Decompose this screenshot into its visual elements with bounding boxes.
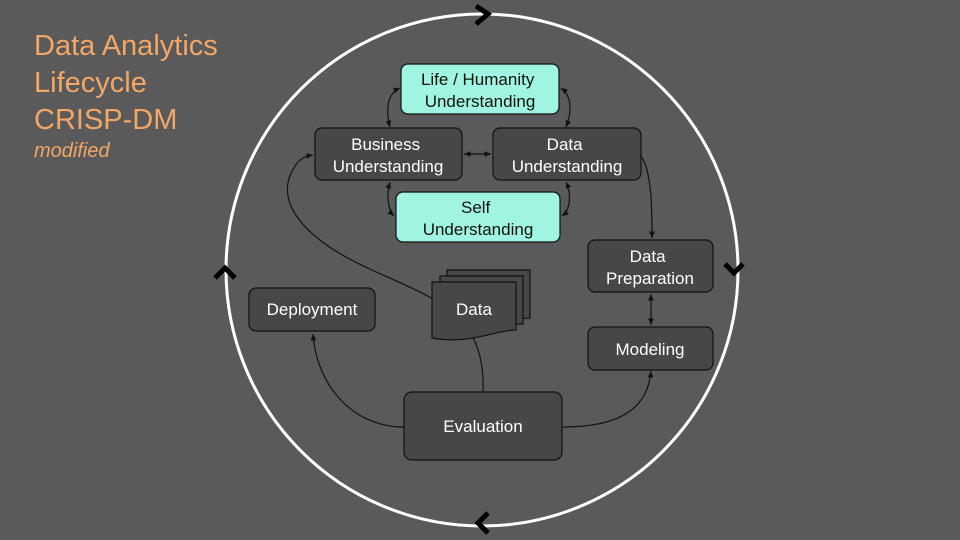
- node-life-understanding: Life / Humanity Understanding: [400, 63, 560, 115]
- svg-text:Data Preparation: Data Preparation: [606, 247, 694, 288]
- slide-title: Data Analytics Lifecycle CRISP-DM modifi…: [34, 28, 218, 163]
- node-data-documents: Data: [431, 269, 531, 341]
- node-self-line-2: Understanding: [423, 220, 534, 239]
- node-evaluation-label: Evaluation: [443, 417, 522, 436]
- node-data-preparation-line-2: Preparation: [606, 269, 694, 288]
- title-subtitle: modified: [34, 140, 110, 162]
- node-life-line-2: Understanding: [425, 92, 536, 111]
- svg-text:Life / Humanity Understa: Life / Humanity Understanding: [421, 70, 539, 111]
- svg-text:Self Understanding: Self Understanding: [423, 198, 534, 239]
- node-business-line-1: Business: [351, 135, 420, 154]
- node-data-preparation-line-1: Data: [630, 247, 666, 266]
- node-data-label: Data: [456, 300, 492, 319]
- svg-text:Evaluation: Evaluation: [443, 417, 522, 436]
- node-data-understanding: Data Understanding: [492, 127, 642, 181]
- node-business-understanding: Business Understanding: [314, 127, 463, 181]
- node-modeling: Modeling: [587, 326, 714, 371]
- node-life-line-1: Life / Humanity: [421, 70, 535, 89]
- node-deployment-label: Deployment: [267, 300, 358, 319]
- node-deployment: Deployment: [248, 287, 376, 332]
- chevron-left-icon: [474, 511, 490, 535]
- svg-text:Deployment: Deployment: [267, 300, 358, 319]
- node-self-understanding: Self Understanding: [395, 191, 561, 243]
- title-line-1: Data Analytics: [34, 30, 218, 62]
- svg-text:Data: Data: [456, 300, 492, 319]
- node-data-preparation: Data Preparation: [587, 239, 714, 293]
- chevron-down-icon: [723, 262, 745, 277]
- node-business-line-2: Understanding: [333, 157, 444, 176]
- node-modeling-label: Modeling: [616, 340, 685, 359]
- svg-text:Business Understanding: Business Understanding: [333, 135, 444, 176]
- title-line-3: CRISP-DM: [34, 104, 178, 136]
- chevron-up-icon: [213, 264, 237, 280]
- node-self-line-1: Self: [461, 198, 491, 217]
- node-data-understanding-line-2: Understanding: [512, 157, 623, 176]
- node-evaluation: Evaluation: [403, 391, 563, 461]
- svg-text:Data Understanding: Data Understanding: [512, 135, 623, 176]
- chevron-right-icon: [474, 3, 493, 26]
- node-data-understanding-line-1: Data: [547, 135, 583, 154]
- title-line-2: Lifecycle: [34, 67, 147, 99]
- svg-text:Modeling: Modeling: [616, 340, 685, 359]
